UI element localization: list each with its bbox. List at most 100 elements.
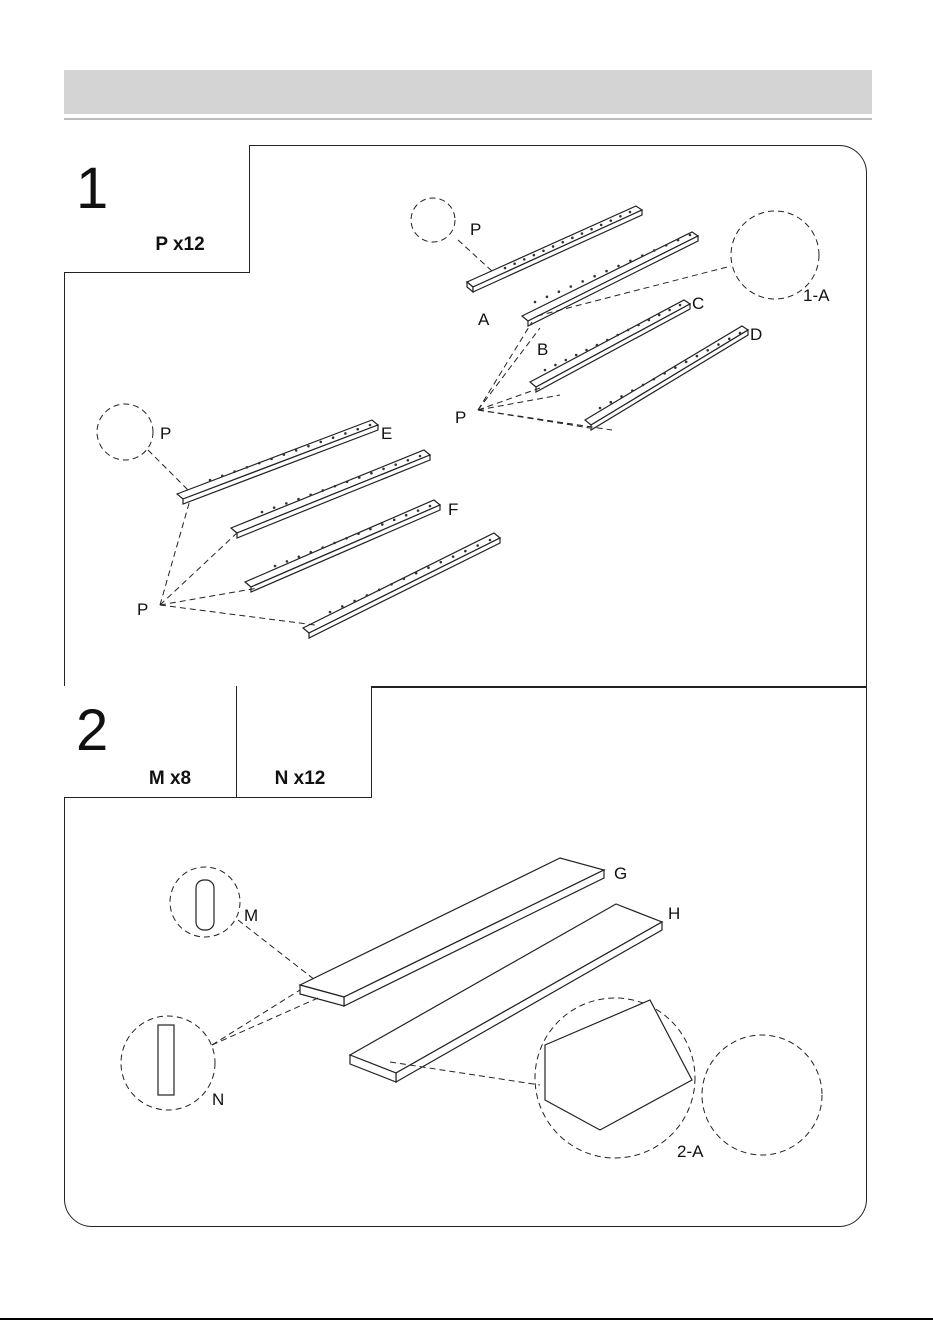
cam-zoom-top (411, 198, 455, 242)
board-hole (381, 523, 384, 526)
panel-label-f: F (448, 500, 458, 520)
board-hole (629, 211, 632, 214)
board-hole (344, 432, 347, 435)
board-hole (332, 436, 335, 439)
panel-label-d: D (750, 325, 762, 345)
board-hole (489, 539, 492, 542)
board-hole (653, 249, 656, 252)
board-hole (674, 366, 677, 369)
board-hole (358, 476, 361, 479)
board-hole (370, 472, 373, 475)
board-hole (258, 462, 261, 465)
board-hole (631, 389, 634, 392)
board-hole (561, 241, 564, 244)
board-hole (403, 577, 406, 580)
board-hole (606, 339, 609, 342)
board-hole (689, 234, 692, 237)
board-hole (569, 285, 572, 288)
step2-number: 2 (76, 702, 108, 760)
board-hole (552, 245, 555, 248)
board-hole (464, 550, 467, 553)
board-hole (221, 474, 224, 477)
board-hole (581, 232, 584, 235)
board-hole (609, 219, 612, 222)
board-hole (346, 481, 349, 484)
panel-label-c: C (692, 294, 704, 314)
board-hole (261, 511, 264, 514)
board-hole (341, 605, 344, 608)
board-hole (668, 309, 671, 312)
board-hole (345, 537, 348, 540)
step2-callout-dowel: M (244, 906, 258, 926)
board-hole (429, 505, 432, 508)
board-hole (357, 532, 360, 535)
board-hole (309, 551, 312, 554)
board-hole (637, 324, 640, 327)
board-hole (309, 493, 312, 496)
board-hole (685, 361, 688, 364)
board-hole (427, 566, 430, 569)
board-hole (366, 594, 369, 597)
board-hole (581, 280, 584, 283)
board-hole (533, 254, 536, 257)
panel-label-a: A (478, 310, 489, 330)
board-hole (334, 485, 337, 488)
step2-part-label-m: M x8 (130, 768, 210, 790)
board-hole (270, 458, 273, 461)
step1-callout-cam-left: P (160, 424, 171, 444)
board-hole (585, 349, 588, 352)
board-hole (439, 561, 442, 564)
board-hole (329, 611, 332, 614)
board-hole (629, 259, 632, 262)
board-hole (739, 332, 742, 335)
board-hole (599, 407, 602, 410)
board-hole (319, 441, 322, 444)
step2-part-label-n: N x12 (258, 768, 342, 790)
step1-callout-cam-top: P (470, 220, 481, 240)
step1-number: 1 (76, 160, 108, 218)
panel-label-h: H (668, 904, 680, 924)
board-hole (283, 453, 286, 456)
board-hole (616, 334, 619, 337)
step1-part-label: P x12 (140, 234, 220, 256)
board-hole (286, 560, 289, 563)
board-hole (564, 359, 567, 362)
board-hole (274, 565, 277, 568)
board-hole (706, 349, 709, 352)
board-hole (393, 519, 396, 522)
board-hole (476, 544, 479, 547)
board-hole (696, 355, 699, 358)
board-hole (405, 514, 408, 517)
board-hole (369, 424, 372, 427)
board-hole (504, 267, 507, 270)
panel-label-b: B (537, 340, 548, 360)
board-hole (298, 555, 301, 558)
board-hole (605, 270, 608, 273)
board-hole (546, 296, 549, 299)
board-hole (679, 304, 682, 307)
board-hole (596, 344, 599, 347)
board-hole (246, 466, 249, 469)
board-hole (321, 489, 324, 492)
board-hole (609, 401, 612, 404)
board-hole (627, 329, 630, 332)
board-hole (513, 262, 516, 265)
step1-callout-fan-right: P (455, 408, 466, 428)
step2-callout-bolt: N (212, 1090, 224, 1110)
board-hole (356, 428, 359, 431)
board-hole (728, 337, 731, 340)
board-hole (717, 343, 720, 346)
board-hole (542, 249, 545, 252)
board-hole (233, 470, 236, 473)
board-hole (617, 265, 620, 268)
board-hole (571, 237, 574, 240)
board-hole (653, 378, 656, 381)
board-hole (575, 354, 578, 357)
board-hole (382, 468, 385, 471)
panel-label-e: E (381, 424, 392, 444)
board-hole (641, 254, 644, 257)
board-hole (390, 583, 393, 586)
board-hole (369, 528, 372, 531)
board-hole (523, 258, 526, 261)
board-hole (558, 290, 561, 293)
